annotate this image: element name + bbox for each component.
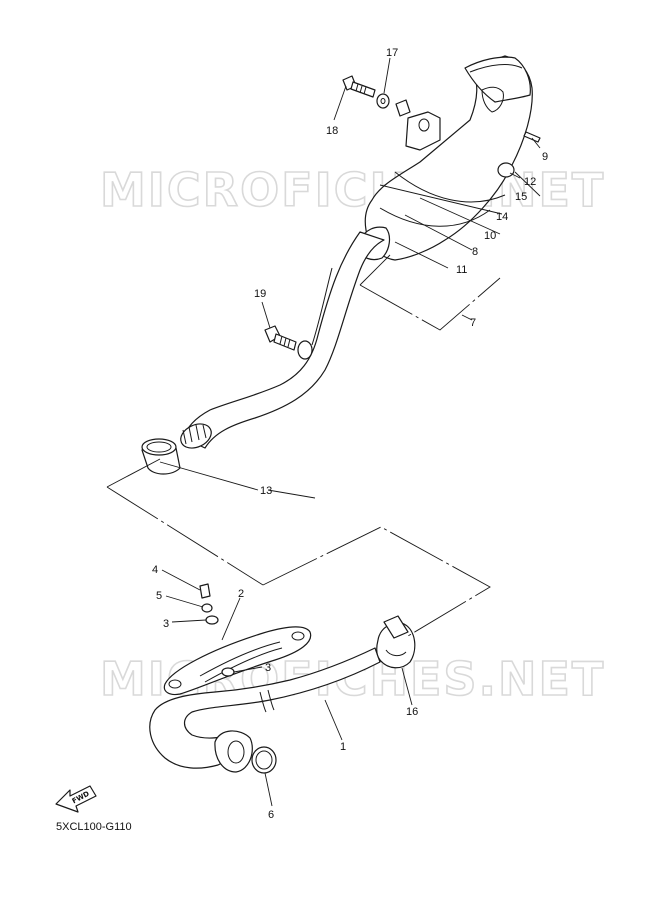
callout-4: 4 — [152, 564, 158, 576]
assembly-lines — [106, 254, 501, 637]
screw-9 — [523, 131, 541, 143]
gasket-13 — [141, 438, 181, 475]
callouts: 1 2 3 3 4 5 6 7 8 9 10 11 12 13 14 15 16… — [152, 47, 548, 821]
exhaust-pipe-rear — [180, 231, 385, 449]
callout-2: 2 — [238, 588, 244, 600]
clamp-16 — [376, 615, 416, 669]
exhaust-header-pipe — [149, 647, 381, 773]
bolt-18 — [342, 75, 376, 98]
callout-3-upper: 3 — [163, 618, 169, 630]
callout-17: 17 — [386, 47, 398, 59]
callout-19: 19 — [254, 288, 266, 300]
callout-11: 11 — [456, 264, 467, 276]
callout-18: 18 — [326, 125, 338, 137]
bolt-4 — [199, 583, 211, 599]
muffler-assembly — [357, 55, 533, 261]
watermark-top: MICROFICHES.NET — [100, 163, 605, 217]
callout-9: 9 — [542, 151, 548, 163]
callout-16: 16 — [406, 706, 418, 718]
washer-17 — [376, 93, 390, 109]
washer-5 — [201, 603, 213, 613]
callout-8: 8 — [472, 246, 478, 258]
callout-10: 10 — [484, 230, 496, 242]
bolt-19 — [264, 325, 297, 351]
fwd-arrow-icon: FWD — [55, 785, 97, 813]
exhaust-protector-2 — [163, 626, 312, 696]
callout-1: 1 — [340, 741, 346, 753]
callout-13: 13 — [260, 485, 272, 497]
callout-5: 5 — [156, 590, 162, 602]
damper-3-lower — [221, 667, 235, 677]
gasket-6 — [251, 746, 277, 774]
leader-lines — [159, 57, 541, 807]
callout-14: 14 — [496, 211, 508, 223]
damper-3-upper — [205, 615, 219, 625]
callout-12: 12 — [524, 176, 536, 188]
damper-15 — [497, 162, 515, 178]
diagram-code: 5XCL100-G110 — [56, 821, 132, 833]
callout-7: 7 — [470, 317, 476, 329]
callout-3-lower: 3 — [265, 662, 271, 674]
collar — [395, 99, 411, 117]
callout-6: 6 — [268, 809, 274, 821]
callout-15: 15 — [515, 191, 527, 203]
